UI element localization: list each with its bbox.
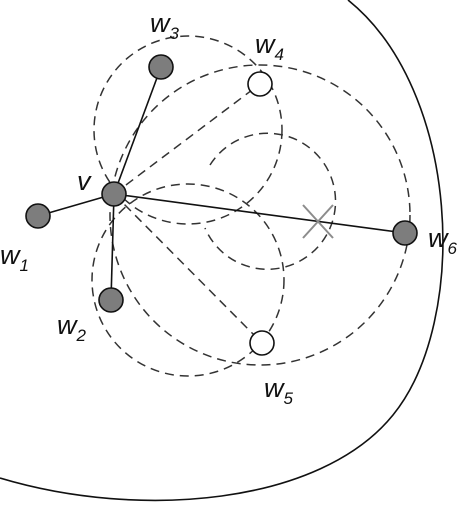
dashed-circle-large [109,64,411,366]
node-v [101,181,127,207]
label-w3: w3 [150,8,180,43]
outer-circle-arc [0,0,444,502]
node-w2 [98,287,124,313]
node-w5 [249,330,275,356]
label-w5: w5 [264,373,294,408]
node-w1 [25,203,51,229]
edge-v-w2 [110,193,115,301]
label-w1: w1 [0,240,29,275]
edge-v-w1 [37,193,115,217]
dashed-circle-lower [91,183,285,377]
label-w2: w2 [57,310,87,345]
label-w6: w6 [428,223,458,258]
edge-v-w6 [113,193,406,234]
dashed-line-v-w4 [113,83,261,195]
cross-mark [302,204,334,239]
node-w3 [148,54,174,80]
label-v: v [77,166,92,196]
node-w6 [392,220,418,246]
edge-v-w3 [113,66,162,195]
dashed-circle-upper [93,35,283,225]
node-w4 [247,71,273,97]
dashed-line-v-w5 [113,193,263,344]
label-w4: w4 [255,29,284,64]
dashed-arc-inner [204,132,337,270]
